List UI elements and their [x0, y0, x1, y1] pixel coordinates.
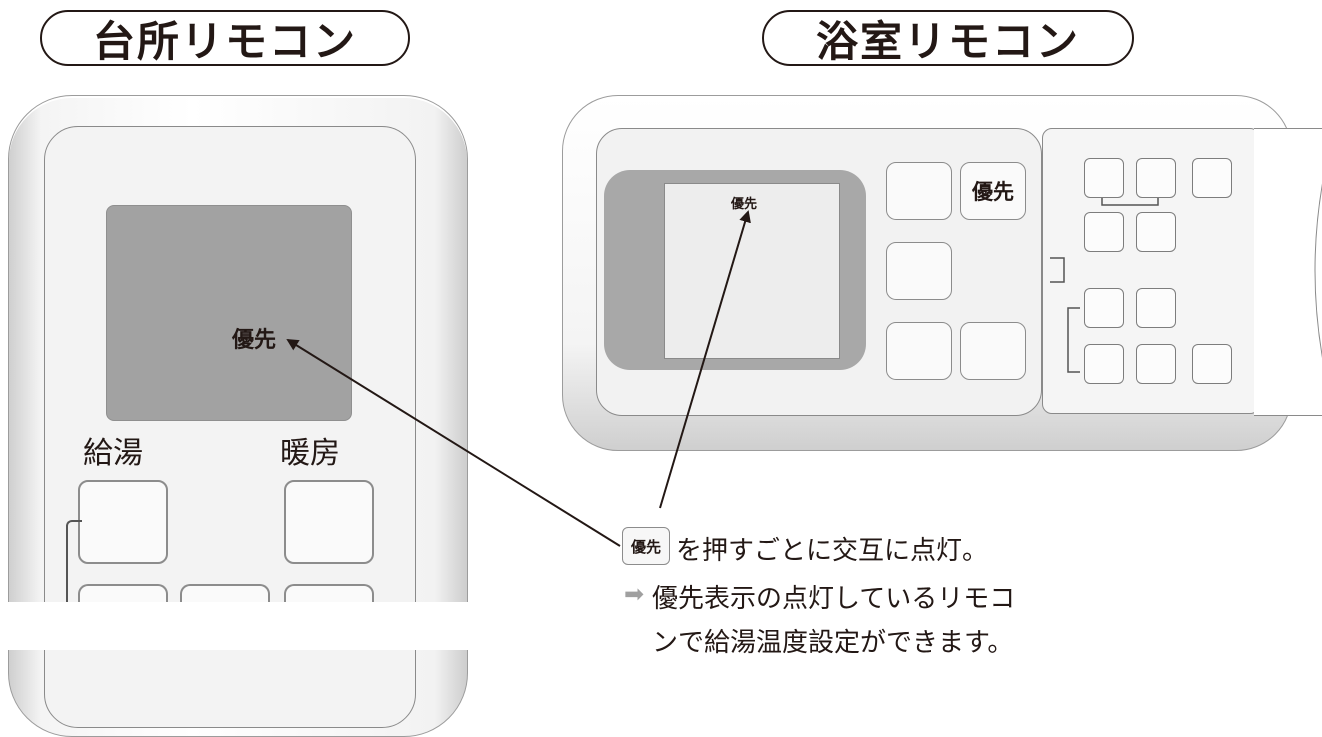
kitchen-remote-title-text: 台所リモコン	[92, 16, 357, 66]
cover-button-5[interactable]	[1136, 212, 1176, 252]
annotation-lines	[286, 183, 1322, 547]
heating-button[interactable]	[284, 480, 374, 564]
kitchen-remote-display	[106, 205, 352, 421]
caption-line-3: ンで給湯温度設定ができます。	[652, 628, 1014, 658]
cover-button-8[interactable]	[1084, 344, 1124, 384]
cover-button-6[interactable]	[1084, 288, 1124, 328]
kitchen-button-bracket	[66, 520, 82, 642]
priority-key-icon: 優先	[622, 527, 670, 565]
bathroom-cover-flap	[1254, 128, 1322, 416]
kitchen-arrow	[286, 338, 621, 547]
bath-priority-button-label: 優先	[972, 180, 1014, 204]
cover-button-4[interactable]	[1084, 212, 1124, 252]
bath-button-1[interactable]	[886, 162, 952, 220]
bathroom-remote-title: 浴室リモコン	[762, 10, 1134, 66]
kitchen-remote-title: 台所リモコン	[40, 10, 410, 66]
heating-label: 暖房	[280, 436, 340, 471]
caption-line-2: 優先表示の点灯しているリモコ	[652, 584, 1016, 614]
hot-water-label: 給湯	[83, 436, 143, 471]
bath-button-3[interactable]	[886, 242, 952, 300]
priority-key-label: 優先	[630, 537, 661, 556]
cover-button-2[interactable]	[1136, 158, 1176, 198]
right-arrow-icon: ➡	[624, 580, 645, 608]
cover-button-3[interactable]	[1192, 158, 1232, 198]
cover-button-7[interactable]	[1136, 288, 1176, 328]
cover-button-1[interactable]	[1084, 158, 1124, 198]
cover-button-10[interactable]	[1192, 344, 1232, 384]
bathroom-remote-display	[664, 183, 840, 359]
cover-button-9[interactable]	[1136, 344, 1176, 384]
bathroom-priority-indicator: 優先	[731, 197, 758, 212]
bath-button-4[interactable]	[886, 322, 952, 380]
caption-line-1: を押すごとに交互に点灯。	[676, 536, 989, 566]
bathroom-remote-title-text: 浴室リモコン	[815, 16, 1080, 66]
kitchen-remote-crop	[0, 602, 470, 650]
bath-button-5[interactable]	[960, 322, 1026, 380]
kitchen-priority-indicator: 優先	[232, 328, 277, 353]
bathroom-arrow	[659, 210, 751, 509]
bath-priority-button[interactable]: 優先	[960, 162, 1026, 220]
